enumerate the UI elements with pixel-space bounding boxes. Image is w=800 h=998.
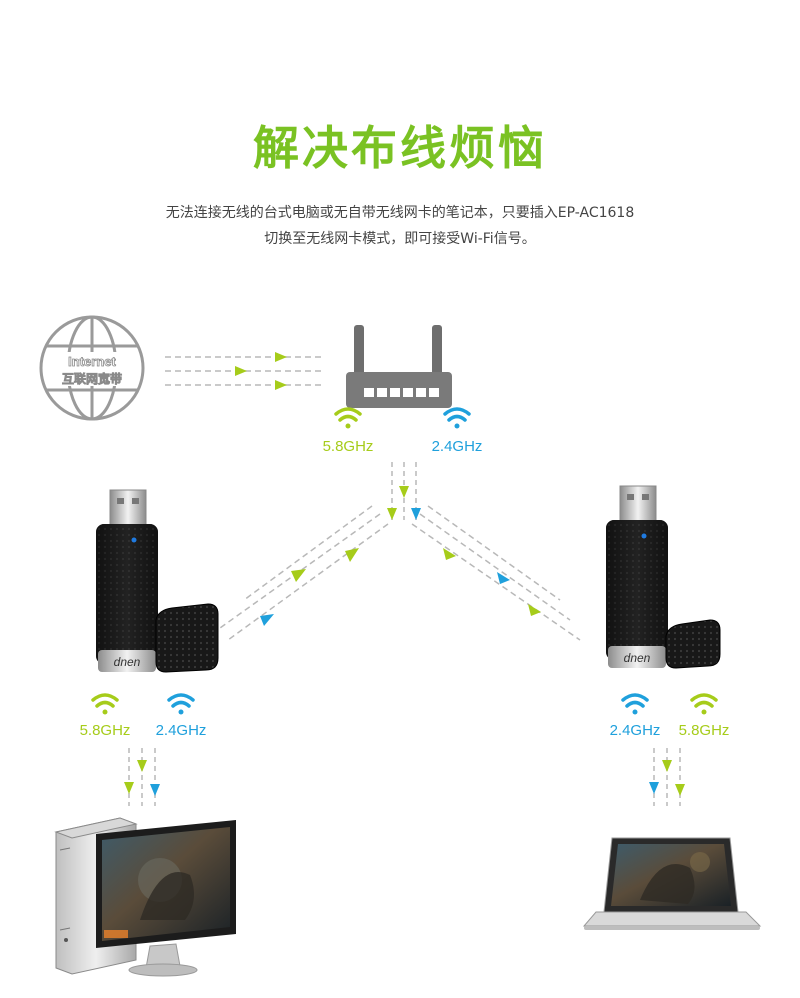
page-title: 解决布线烦恼 <box>253 121 547 175</box>
arrow-down-blue <box>649 782 659 794</box>
arrow-down-green <box>675 784 685 796</box>
arrow-down-green <box>662 760 672 772</box>
description-line-2: 切换至无线网卡模式，即可接受Wi-Fi信号。 <box>264 231 536 247</box>
usb-wifi-adapter-icon: dnen <box>606 485 721 669</box>
right-adapter-brand: dnen <box>624 651 651 665</box>
arrow-left-blue <box>260 614 274 626</box>
laptop-icon <box>582 837 762 930</box>
left-down-link <box>128 748 156 806</box>
wifi-signal-icon <box>334 407 362 429</box>
internet-link-arrows <box>235 352 287 390</box>
arrow-right-green <box>443 548 456 560</box>
arrow-down-green <box>137 760 147 772</box>
router-freq-5g: 5.8GHz <box>323 438 374 455</box>
wifi-signal-icon <box>91 693 119 715</box>
right-down-link <box>653 748 681 806</box>
usb-wifi-adapter-icon: dnen <box>96 489 219 673</box>
arrow-down-green <box>387 508 397 520</box>
wifi-signal-icon <box>621 693 649 715</box>
left-adapter-freq-24g: 2.4GHz <box>156 722 207 739</box>
left-adapter-brand: dnen <box>114 655 141 669</box>
arrow-right-blue <box>497 572 510 584</box>
wifi-signal-icon <box>690 693 718 715</box>
router-freq-24g: 2.4GHz <box>432 438 483 455</box>
wifi-signal-icon <box>443 407 471 429</box>
arrow-down-green <box>124 782 134 794</box>
arrow-left-green <box>345 548 359 562</box>
right-diagonal-link <box>411 505 581 641</box>
globe-label-line2: 互联网宽带 <box>62 371 122 386</box>
arrow-left-green <box>291 569 306 582</box>
left-adapter-freq-5g: 5.8GHz <box>80 722 131 739</box>
right-adapter-freq-5g: 5.8GHz <box>679 722 730 739</box>
arrow-down-green <box>399 486 409 498</box>
arrow-down-blue <box>411 508 421 520</box>
arrow-down-blue <box>150 784 160 796</box>
desktop-computer-icon <box>54 817 236 977</box>
arrow-right-green <box>528 604 541 616</box>
right-adapter-freq-24g: 2.4GHz <box>610 722 661 739</box>
globe-label-line1: Internet <box>68 354 116 369</box>
left-diagonal-link <box>219 505 389 641</box>
router-icon <box>346 325 452 408</box>
description-line-1: 无法连接无线的台式电脑或无自带无线网卡的笔记本，只要插入EP-AC1618 <box>165 205 635 221</box>
wifi-signal-icon <box>167 693 195 715</box>
globe-icon: Internet 互联网宽带 <box>39 315 145 421</box>
